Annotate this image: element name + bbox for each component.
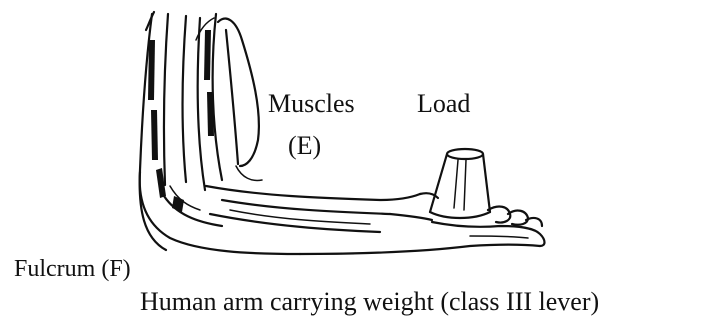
load-weight [430,149,490,218]
effort-label: (E) [288,133,321,159]
diagram-caption: Human arm carrying weight (class III lev… [140,289,599,315]
load-label: Load [417,91,470,117]
muscles-label: Muscles [268,91,355,117]
hand [390,193,545,246]
forearm [206,186,540,254]
biceps-muscle [218,19,262,181]
fulcrum-label: Fulcrum (F) [14,257,131,281]
